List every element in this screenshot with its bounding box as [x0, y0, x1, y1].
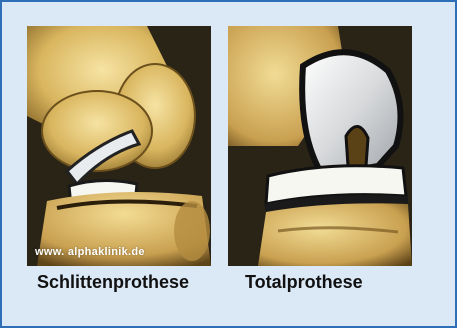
caption-totalprothese: Totalprothese [245, 272, 363, 293]
total-prosthesis-drawing [228, 26, 412, 266]
total-knee-illustration [228, 26, 412, 266]
watermark-text: www. alphaklinik.de [35, 246, 145, 258]
sled-prosthesis-drawing [27, 26, 211, 266]
unicondylar-knee-illustration: www. alphaklinik.de [27, 26, 211, 266]
caption-schlittenprothese: Schlittenprothese [37, 272, 189, 293]
